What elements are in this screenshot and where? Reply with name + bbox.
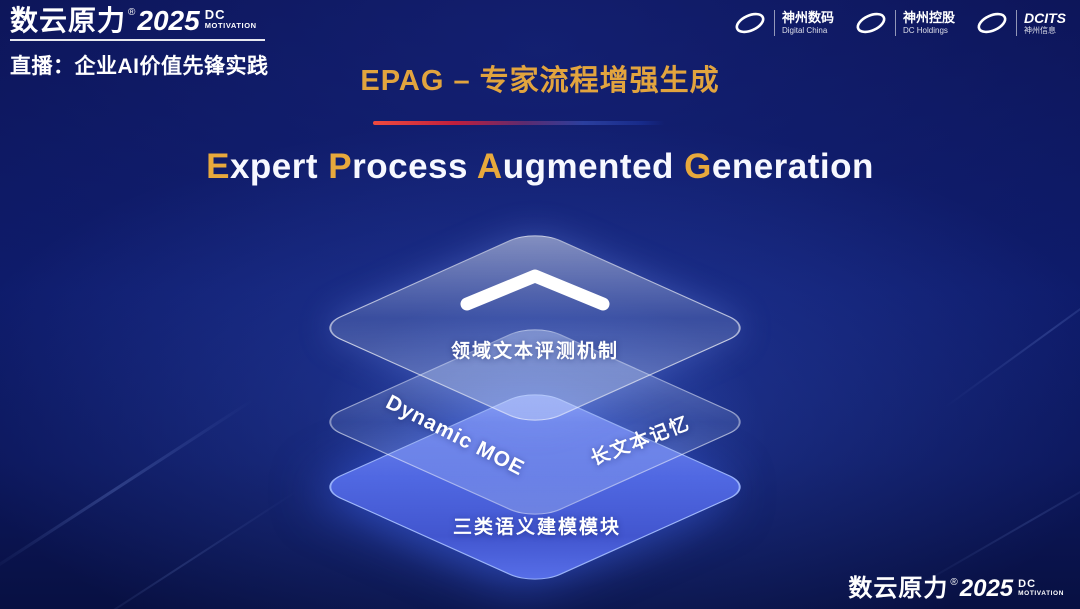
registered-mark: ® <box>950 576 958 588</box>
partner-dc-holdings: 神州控股 DC Holdings <box>854 10 955 36</box>
subtitle-accent: E <box>206 147 230 186</box>
brand-dc-motivation: DC MOTIVATION <box>1018 577 1064 597</box>
subtitle-accent: G <box>684 147 712 186</box>
title-gradient-line <box>373 121 665 125</box>
divider <box>773 10 775 36</box>
subtitle-text: ugmented <box>502 147 685 186</box>
swoosh-icon <box>735 12 765 34</box>
partner-text: 神州控股 DC Holdings <box>902 9 955 35</box>
layer-bottom-label: 三类语义建模模块 <box>452 517 621 538</box>
partner-text: 神州数码 Digital China <box>781 9 834 35</box>
partner-dcits: DCITS 神州信息 <box>975 10 1066 36</box>
divider <box>1016 10 1017 36</box>
decorative-streak <box>0 398 255 581</box>
brand-logo-text: 数云原力 <box>10 5 127 36</box>
subtitle-accent: A <box>476 147 503 186</box>
brand-logo: 数云原力 ® 2025 DC MOTIVATION <box>10 5 265 42</box>
subtitle: Expert Process Augmented Generation <box>0 147 1080 187</box>
brand-year: 2025 <box>137 5 200 36</box>
swoosh-icon <box>856 12 886 34</box>
partner-digital-china: 神州数码 Digital China <box>733 10 834 36</box>
header-left: 数云原力 ® 2025 DC MOTIVATION 直播：企业AI价值先锋实践 <box>10 6 269 80</box>
partner-logos: 神州数码 Digital China 神州控股 DC Holdings DCIT… <box>733 10 1066 36</box>
subtitle-accent: P <box>328 147 353 186</box>
layer-top-label: 领域文本评测机制 <box>450 341 619 362</box>
subtitle-text: xpert <box>229 147 329 186</box>
divider <box>894 10 896 36</box>
subtitle-text: rocess <box>352 147 477 186</box>
chevron-up-icon <box>460 269 610 311</box>
page-title: EPAG – 专家流程增强生成 <box>360 65 720 97</box>
brand-year: 2025 <box>959 574 1014 602</box>
decorative-streak <box>944 253 1080 409</box>
registered-mark: ® <box>128 7 136 18</box>
live-label: 直播：企业AI价值先锋实践 <box>10 55 269 79</box>
subtitle-text: eneration <box>711 147 874 186</box>
partner-text: DCITS 神州信息 <box>1024 10 1066 36</box>
footer-brand: 数云原力 ® 2025 DC MOTIVATION <box>848 576 1064 601</box>
swoosh-icon <box>977 12 1007 34</box>
brand-dc-motivation: DC MOTIVATION <box>204 7 257 31</box>
brand-logo: 数云原力 ® 2025 DC MOTIVATION <box>848 576 1064 601</box>
brand-logo-text: 数云原力 <box>848 574 949 602</box>
